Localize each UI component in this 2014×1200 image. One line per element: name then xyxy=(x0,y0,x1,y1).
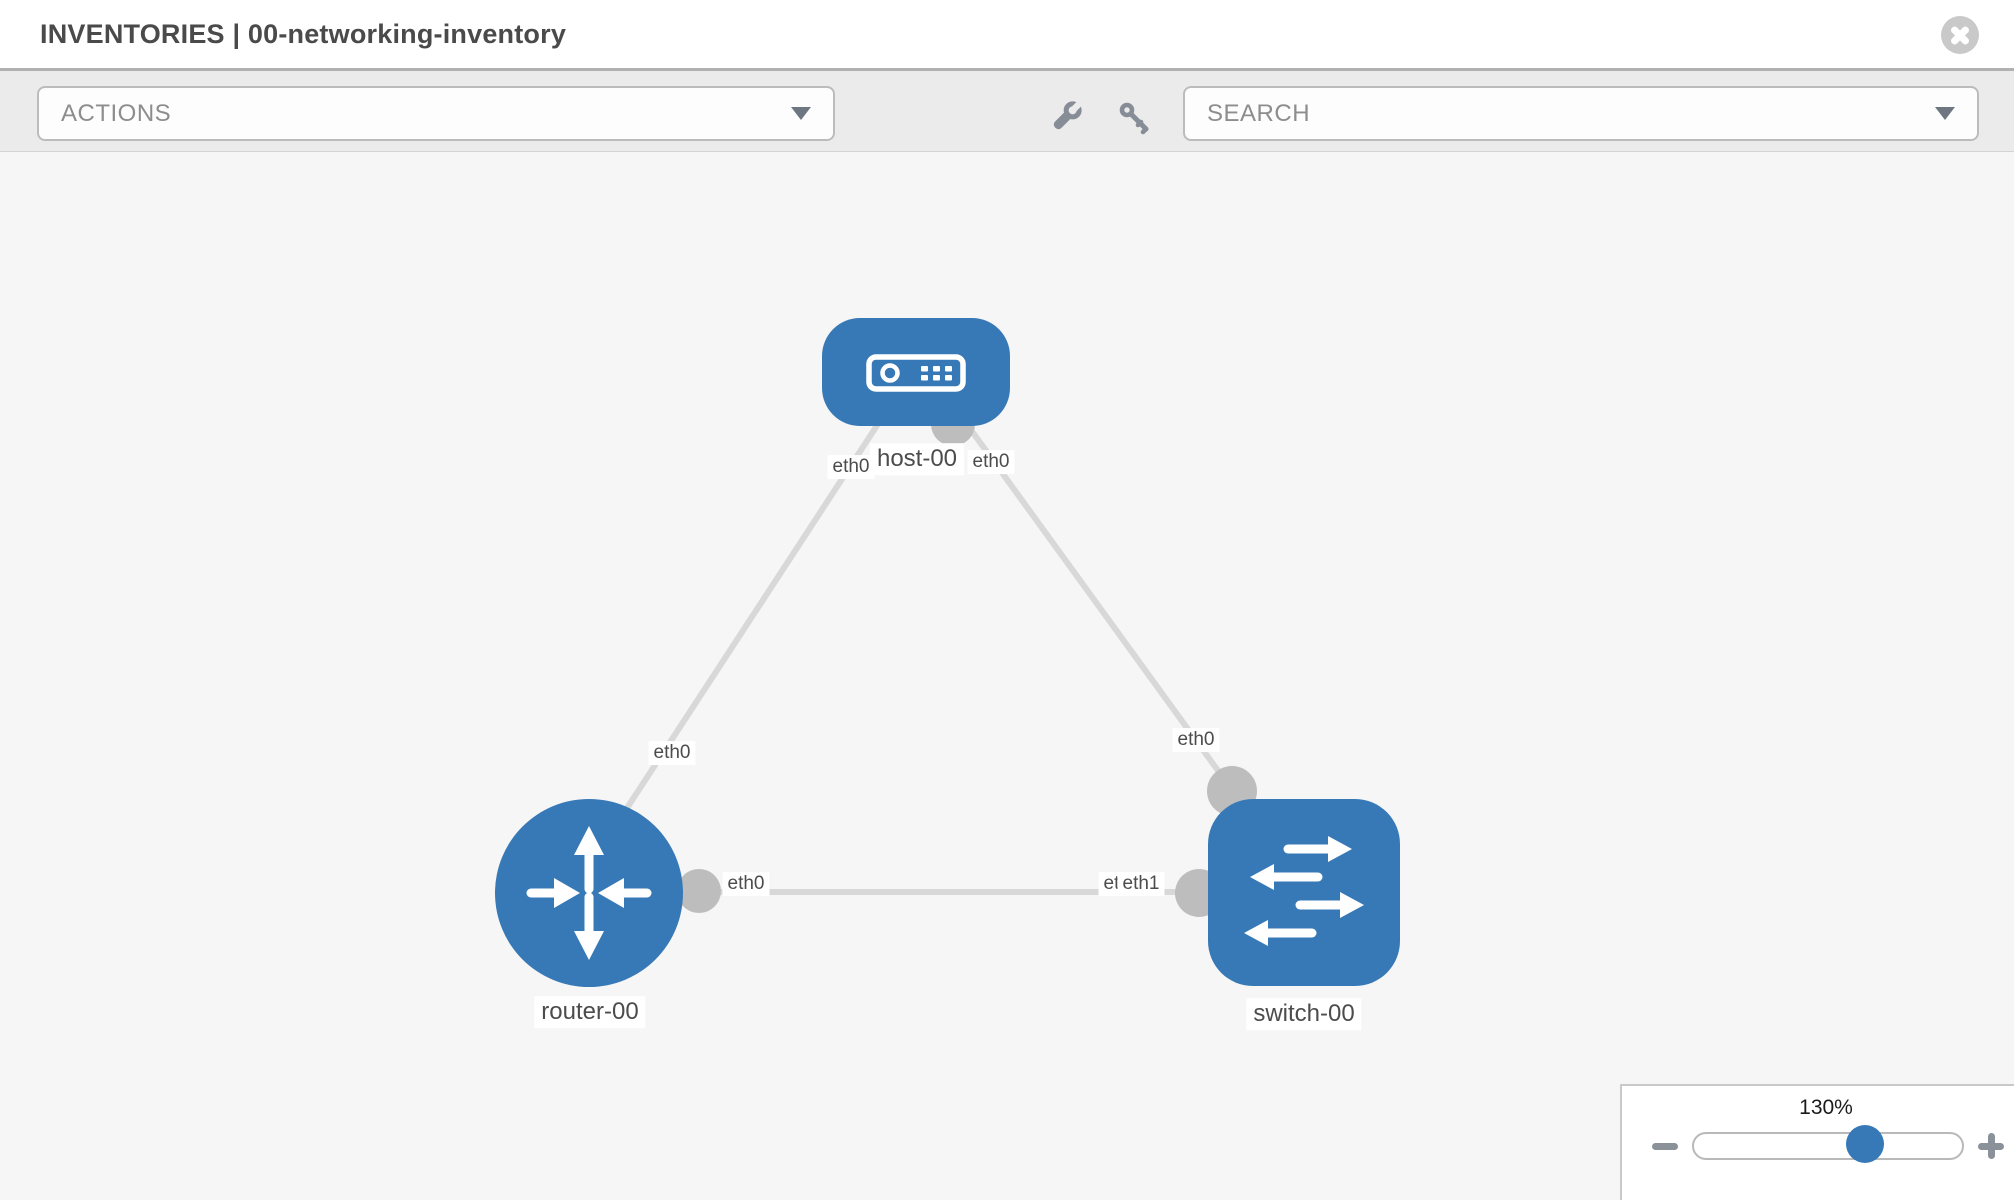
configure-button[interactable] xyxy=(1048,97,1086,135)
node-switch-00[interactable] xyxy=(1208,799,1400,986)
zoom-out-button[interactable] xyxy=(1652,1133,1678,1159)
node-label-host: host-00 xyxy=(869,443,965,475)
key-icon xyxy=(1119,102,1149,135)
search-dropdown[interactable]: SEARCH xyxy=(1183,86,1979,141)
interface-label: eth0 xyxy=(648,741,696,765)
topology-svg xyxy=(495,318,1400,987)
minus-icon xyxy=(1652,1142,1678,1150)
header: INVENTORIES | 00-networking-inventory xyxy=(0,0,2014,68)
node-label-switch: switch-00 xyxy=(1246,998,1362,1030)
interface-label: eth0 xyxy=(827,455,875,479)
chevron-down-icon xyxy=(791,107,811,120)
page-title: INVENTORIES | 00-networking-inventory xyxy=(40,18,567,49)
interface-circle-router-eth0[interactable] xyxy=(677,869,721,913)
zoom-value: 130% xyxy=(1799,1096,1853,1119)
node-router-00[interactable] xyxy=(495,799,683,987)
interface-label: eth1 xyxy=(1117,872,1165,896)
chevron-down-icon xyxy=(1935,107,1955,120)
actions-dropdown-label: ACTIONS xyxy=(61,99,172,127)
interface-label: eth0 xyxy=(967,450,1015,474)
node-label-router: router-00 xyxy=(534,996,646,1028)
zoom-slider[interactable] xyxy=(1692,1125,1964,1163)
host-icon xyxy=(866,354,966,392)
search-dropdown-label: SEARCH xyxy=(1207,99,1311,127)
zoom-in-button[interactable] xyxy=(1978,1133,2004,1159)
switch-icon xyxy=(1244,836,1364,946)
interface-label: eth0 xyxy=(1172,728,1220,752)
zoom-slider-handle[interactable] xyxy=(1846,1125,1884,1163)
wrench-icon xyxy=(1053,101,1082,130)
zoom-panel: 130% xyxy=(1620,1084,2014,1200)
close-button[interactable] xyxy=(1941,16,1979,54)
plus-icon xyxy=(1987,1133,1995,1159)
credentials-button[interactable] xyxy=(1115,97,1153,135)
router-icon xyxy=(526,826,652,960)
toolbar: ACTIONS SEARCH xyxy=(0,68,2014,152)
node-host-00[interactable] xyxy=(822,318,1010,426)
actions-dropdown[interactable]: ACTIONS xyxy=(37,86,835,141)
topology-canvas[interactable]: eth0 eth0 eth0 eth0 eth0 eth0 eth1 host-… xyxy=(0,152,2014,1200)
interface-label: eth0 xyxy=(722,872,770,896)
